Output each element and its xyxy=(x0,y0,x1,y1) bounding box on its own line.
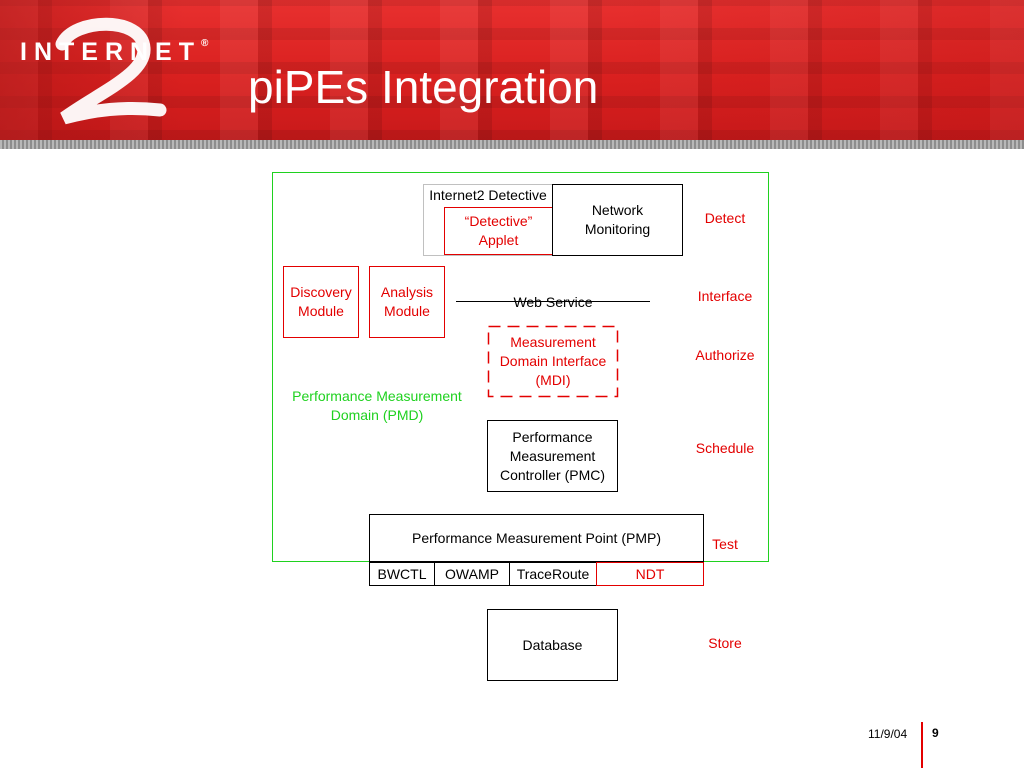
stage-interface: Interface xyxy=(697,288,753,304)
tool-traceroute: TraceRoute xyxy=(509,562,597,586)
stage-test: Test xyxy=(712,536,738,552)
discovery-module-box: Discovery Module xyxy=(283,266,359,338)
web-service-label: Web Service xyxy=(513,294,593,310)
pmp-box: Performance Measurement Point (PMP) xyxy=(369,514,704,562)
network-monitoring-box: Network Monitoring xyxy=(552,184,683,256)
pmd-label: Performance Measurement Domain (PMD) xyxy=(292,388,462,423)
footer-date: 11/9/04 xyxy=(868,727,908,741)
stage-schedule: Schedule xyxy=(695,440,755,456)
tool-ndt: NDT xyxy=(596,562,704,586)
tool-owamp: OWAMP xyxy=(434,562,510,586)
logo-text: INTERNET xyxy=(20,38,201,66)
detective-header: Internet2 Detective xyxy=(429,187,547,203)
page-title: piPEs Integration xyxy=(248,61,599,113)
page-number: 9 xyxy=(932,726,939,740)
header-divider xyxy=(0,140,1024,149)
header-banner xyxy=(0,0,1024,142)
pmc-box: Performance Measurement Controller (PMC) xyxy=(487,420,618,492)
stage-detect: Detect xyxy=(704,210,746,226)
detective-applet[interactable]: “Detective” Applet xyxy=(444,207,553,255)
footer-divider xyxy=(921,722,923,768)
registered-mark: ® xyxy=(201,38,209,49)
stage-store: Store xyxy=(708,635,742,651)
mdi-box: Measurement Domain Interface (MDI) xyxy=(499,334,607,388)
analysis-module-box: Analysis Module xyxy=(369,266,445,338)
logo-wordmark: INTERNET® xyxy=(20,38,208,67)
internet2-logo-icon xyxy=(55,17,167,125)
database-box: Database xyxy=(487,609,618,681)
stage-authorize: Authorize xyxy=(695,347,755,363)
tool-bwctl: BWCTL xyxy=(369,562,435,586)
